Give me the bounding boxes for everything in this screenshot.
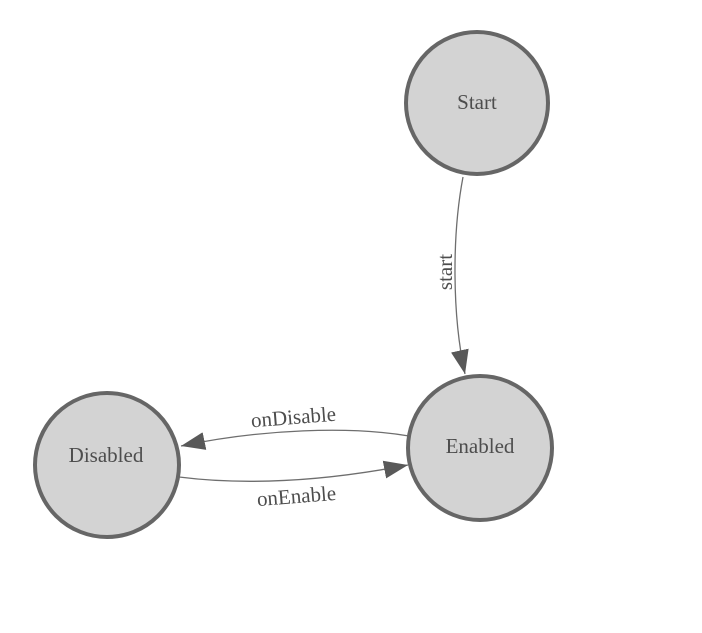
state-node-label-disabled: Disabled [69, 443, 144, 467]
edge-label-onenable: onEnable [256, 481, 337, 511]
state-node-disabled[interactable] [33, 391, 181, 539]
edge-label-ondisable: onDisable [250, 402, 337, 433]
edge-disabled-to-enabled [178, 460, 409, 482]
edge-label-start: start [433, 254, 457, 290]
state-node-enabled[interactable] [406, 374, 554, 522]
state-node-start[interactable] [404, 30, 550, 176]
edge-start-to-enabled [451, 176, 469, 375]
edge-enabled-to-disabled [180, 429, 410, 450]
state-node-label-enabled: Enabled [446, 434, 515, 458]
state-node-label-start: Start [457, 90, 497, 114]
